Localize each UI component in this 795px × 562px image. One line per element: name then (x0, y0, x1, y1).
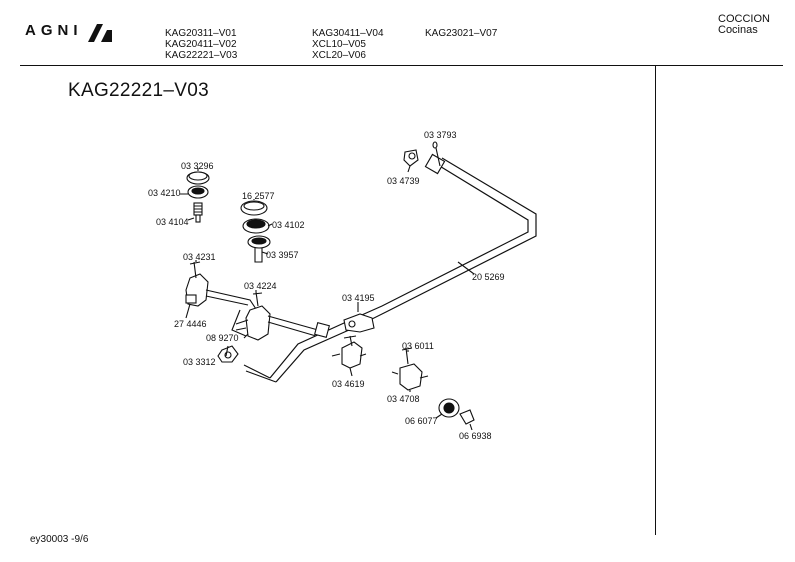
gas-pipe (269, 164, 529, 379)
part-label: 03 4102 (272, 220, 305, 230)
part-label: 03 3296 (181, 161, 214, 171)
model-code: XCL10–V05 (312, 39, 366, 50)
gas-valve (341, 341, 363, 369)
diagram-title: KAG22221–V03 (68, 80, 209, 101)
model-code: KAG30411–V04 (312, 28, 384, 39)
header-rule (20, 65, 783, 66)
category-label: COCCION Cocinas (718, 14, 770, 36)
o-ring (432, 141, 438, 149)
part-label: 03 6011 (402, 341, 434, 351)
elbow-fitting (403, 149, 419, 167)
part-label: 03 4739 (387, 176, 420, 186)
column-rule (655, 66, 656, 535)
clip (459, 409, 475, 425)
part-label: 06 6938 (459, 431, 492, 441)
model-code: XCL20–V06 (312, 50, 366, 61)
part-label: 03 4231 (183, 252, 216, 262)
hex-nut (217, 345, 239, 363)
part-label: 03 3957 (266, 250, 299, 260)
part-label: 06 6077 (405, 416, 438, 426)
part-label: 03 3793 (424, 130, 457, 140)
model-code: KAG22221–V03 (165, 50, 238, 61)
part-label: 27 4446 (174, 319, 207, 329)
category-line: COCCION (718, 13, 770, 25)
connecting-tube (267, 315, 319, 337)
burner-cap (240, 200, 268, 216)
part-label: 03 4195 (342, 293, 375, 303)
footer-code: ey30003 -9/6 (30, 534, 89, 545)
part-label: 03 3312 (183, 357, 216, 367)
model-code: KAG23021–V07 (425, 28, 498, 39)
part-label: 03 4224 (244, 281, 277, 291)
part-label: 03 4104 (156, 217, 189, 227)
part-label: 08 9270 (206, 333, 239, 343)
tee-fitting (343, 313, 375, 333)
part-label: 20 5269 (472, 272, 505, 282)
part-label: 03 4210 (148, 188, 181, 198)
brand-logo: AGNI (25, 22, 83, 39)
gas-valve (399, 363, 423, 391)
pipe-nut (424, 153, 446, 175)
category-line: Cocinas (718, 24, 758, 36)
gas-pipe (275, 157, 537, 383)
brand-mark-icon (88, 24, 112, 42)
valve-body (245, 305, 271, 341)
part-label: 16 2577 (242, 191, 275, 201)
part-label: 03 4708 (387, 394, 420, 404)
model-code: KAG20411–V02 (165, 39, 237, 50)
model-code: KAG20311–V01 (165, 28, 237, 39)
part-label: 03 4619 (332, 379, 365, 389)
